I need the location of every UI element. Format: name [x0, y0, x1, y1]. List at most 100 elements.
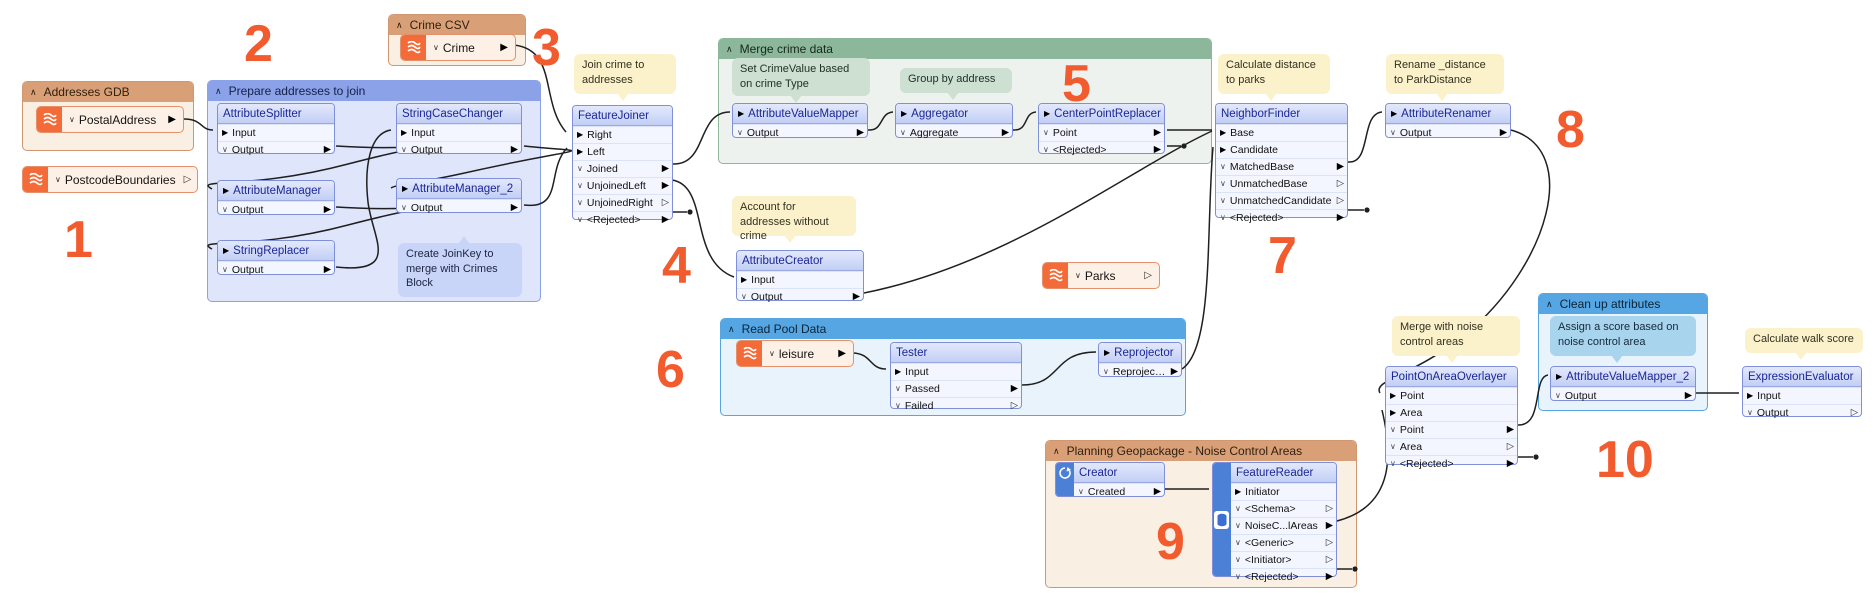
output-port-arrow-icon[interactable]: ▶: [661, 163, 669, 175]
reader-feature-type-postcodeboundaries[interactable]: ∨PostcodeBoundaries▷: [22, 166, 198, 193]
wire-tester-passed-to-reprojector[interactable]: [1021, 351, 1097, 386]
expand-chevron-icon[interactable]: ∨: [769, 349, 775, 358]
expand-chevron-icon[interactable]: ∨: [577, 215, 583, 224]
port-rejected[interactable]: ∨<Rejected>▶: [1216, 209, 1347, 226]
bookmark-header[interactable]: ∧Read Pool Data: [721, 319, 1185, 339]
output-port-arrow-icon[interactable]: ▶: [856, 127, 864, 139]
wire-attributecreator-to-neighborfinder-base[interactable]: [863, 130, 1213, 294]
transformer-stringreplacer[interactable]: ▶StringReplacer∨Output▶: [217, 240, 335, 276]
collapse-icon[interactable]: ∧: [1546, 298, 1553, 309]
number-label-9[interactable]: 9: [1156, 513, 1185, 571]
number-label-6[interactable]: 6: [656, 341, 685, 399]
annotation-group-by-address[interactable]: Group by address: [900, 68, 1012, 100]
expand-chevron-icon[interactable]: ∨: [1555, 391, 1561, 400]
port-unmatchedbase[interactable]: ∨UnmatchedBase▷: [1216, 175, 1347, 192]
port-input[interactable]: ▶Input: [1743, 387, 1861, 404]
expand-chevron-icon[interactable]: ∨: [1235, 538, 1241, 547]
expand-chevron-icon[interactable]: ∨: [1390, 425, 1396, 434]
output-port-arrow-icon[interactable]: ▶: [1336, 212, 1344, 224]
transformer-attributemanager[interactable]: ▶AttributeManager∨Output▶: [217, 180, 335, 216]
collapse-icon[interactable]: ∧: [215, 85, 222, 96]
output-port-arrow-icon[interactable]: ▶: [168, 114, 176, 125]
output-port-arrow-icon[interactable]: ▶: [1170, 366, 1178, 378]
expand-chevron-icon[interactable]: ∨: [55, 175, 61, 184]
port-point[interactable]: ∨Point▶: [1386, 421, 1517, 438]
port-rejected[interactable]: ∨<Rejected>▶: [1231, 568, 1336, 585]
expand-chevron-icon[interactable]: ∨: [1220, 213, 1226, 222]
node-title-bar[interactable]: ▶CenterPointReplacer: [1039, 104, 1164, 124]
port-base[interactable]: ▶Base: [1216, 124, 1347, 141]
output-port-arrow-icon[interactable]: ▶: [1001, 127, 1009, 139]
wire-reprojector-to-neighborfinder-candidate[interactable]: [1181, 146, 1214, 370]
expand-chevron-icon[interactable]: ∨: [1390, 442, 1396, 451]
expand-chevron-icon[interactable]: ∨: [895, 384, 901, 393]
expand-chevron-icon[interactable]: ∨: [1103, 367, 1109, 376]
node-title-bar[interactable]: ExpressionEvaluator: [1743, 367, 1861, 387]
collapse-icon[interactable]: ∧: [1053, 445, 1060, 456]
expand-chevron-icon[interactable]: ∨: [1075, 271, 1081, 280]
number-label-5[interactable]: 5: [1062, 55, 1091, 113]
expand-chevron-icon[interactable]: ∨: [1043, 128, 1049, 137]
output-port-arrow-icon[interactable]: ▶: [323, 204, 331, 216]
expand-chevron-icon[interactable]: ∨: [401, 203, 407, 212]
port-aggregate[interactable]: ∨Aggregate▶: [896, 124, 1012, 141]
expand-chevron-icon[interactable]: ∨: [577, 181, 583, 190]
transformer-neighborfinder[interactable]: NeighborFinder▶Base▶Candidate∨MatchedBas…: [1215, 103, 1348, 224]
port-input[interactable]: ▶Input: [891, 363, 1021, 380]
expand-chevron-icon[interactable]: ∨: [1747, 408, 1753, 417]
wire-postaladdress-to-attributesplitter[interactable]: [183, 118, 214, 131]
bookmark-header[interactable]: ∧Prepare addresses to join: [208, 81, 540, 101]
expand-chevron-icon[interactable]: ∨: [1235, 521, 1241, 530]
port-output[interactable]: ∨Output▶: [397, 199, 521, 216]
wire-stringreplacer-to-stringcasechanger[interactable]: [335, 129, 392, 269]
annotation-assign-score[interactable]: Assign a score based on noise control ar…: [1550, 316, 1696, 363]
number-label-3[interactable]: 3: [532, 19, 561, 77]
port-noiseclareas[interactable]: ∨NoiseC...lAreas▶: [1231, 517, 1336, 534]
node-title-bar[interactable]: StringCaseChanger: [397, 104, 521, 124]
transformer-attributecreator[interactable]: AttributeCreator▶Input∨Output▶: [736, 250, 864, 303]
port-rejected[interactable]: ∨<Rejected>▶: [1386, 455, 1517, 472]
output-port-arrow-icon[interactable]: ▷: [1336, 195, 1344, 207]
annotation-rename-distance[interactable]: Rename _distance to ParkDistance: [1386, 54, 1504, 101]
node-title-bar[interactable]: ▶Reprojector: [1099, 343, 1181, 363]
port-input[interactable]: ▶Input: [397, 124, 521, 141]
node-title-bar[interactable]: Tester: [891, 343, 1021, 363]
port-point[interactable]: ▶Point: [1386, 387, 1517, 404]
output-port-arrow-icon[interactable]: ▶: [852, 291, 860, 303]
collapse-icon[interactable]: ∧: [726, 43, 733, 54]
expand-chevron-icon[interactable]: ∨: [1235, 555, 1241, 564]
bookmark-header[interactable]: ∧Planning Geopackage - Noise Control Are…: [1046, 441, 1356, 461]
wire-attributevaluemapper-to-aggregator[interactable]: [867, 111, 894, 131]
node-title-bar[interactable]: ▶AttributeManager_2: [397, 179, 521, 199]
reader-feature-type-postaladdress[interactable]: ∨PostalAddress▶: [36, 106, 184, 133]
output-port-arrow-icon[interactable]: ▶: [1684, 390, 1692, 402]
port-reprojected[interactable]: ∨Reprojected▶: [1099, 363, 1181, 380]
port-output[interactable]: ∨Output▶: [733, 124, 867, 141]
output-port-arrow-icon[interactable]: ▶: [1010, 383, 1018, 395]
wire-unjoinedleft-to-attributecreator[interactable]: [671, 179, 735, 278]
number-label-7[interactable]: 7: [1268, 227, 1297, 285]
annotation-set-crimevalue[interactable]: Set CrimeValue based on crime Type: [732, 58, 870, 103]
port-generic[interactable]: ∨<Generic>▷: [1231, 534, 1336, 551]
annotation-calculate-distance[interactable]: Calculate distance to parks: [1218, 54, 1330, 101]
node-title-bar[interactable]: ▶AttributeValueMapper: [733, 104, 867, 124]
annotation-account-for-addresses[interactable]: Account for addresses without crime: [732, 196, 856, 243]
port-unmatchedcandidate[interactable]: ∨UnmatchedCandidate▷: [1216, 192, 1347, 209]
transformer-reprojector[interactable]: ▶Reprojector∨Reprojected▶: [1098, 342, 1182, 380]
output-port-arrow-icon[interactable]: ▶: [500, 42, 508, 53]
output-port-arrow-icon[interactable]: ▶: [1499, 127, 1507, 139]
expand-chevron-icon[interactable]: ∨: [1043, 145, 1049, 154]
output-port-arrow-icon[interactable]: ▶: [1153, 127, 1161, 139]
number-label-8[interactable]: 8: [1556, 101, 1585, 159]
node-title-bar[interactable]: AttributeSplitter: [218, 104, 334, 124]
node-title-bar[interactable]: FeatureJoiner: [573, 106, 672, 126]
annotation-create-joinkey[interactable]: Create JoinKey to merge with Crimes Bloc…: [398, 236, 522, 297]
expand-chevron-icon[interactable]: ∨: [741, 292, 747, 301]
reader-feature-type-crime[interactable]: ∨Crime▶: [400, 34, 516, 61]
output-port-arrow-icon[interactable]: ▷: [661, 197, 669, 209]
port-unjoinedright[interactable]: ∨UnjoinedRight▷: [573, 194, 672, 211]
node-title-bar[interactable]: Creator: [1074, 463, 1164, 483]
expand-chevron-icon[interactable]: ∨: [737, 128, 743, 137]
port-input[interactable]: ▶Input: [737, 271, 863, 288]
transformer-featurereader[interactable]: FeatureReader▶Initiator∨<Schema>▷∨NoiseC…: [1212, 462, 1337, 583]
